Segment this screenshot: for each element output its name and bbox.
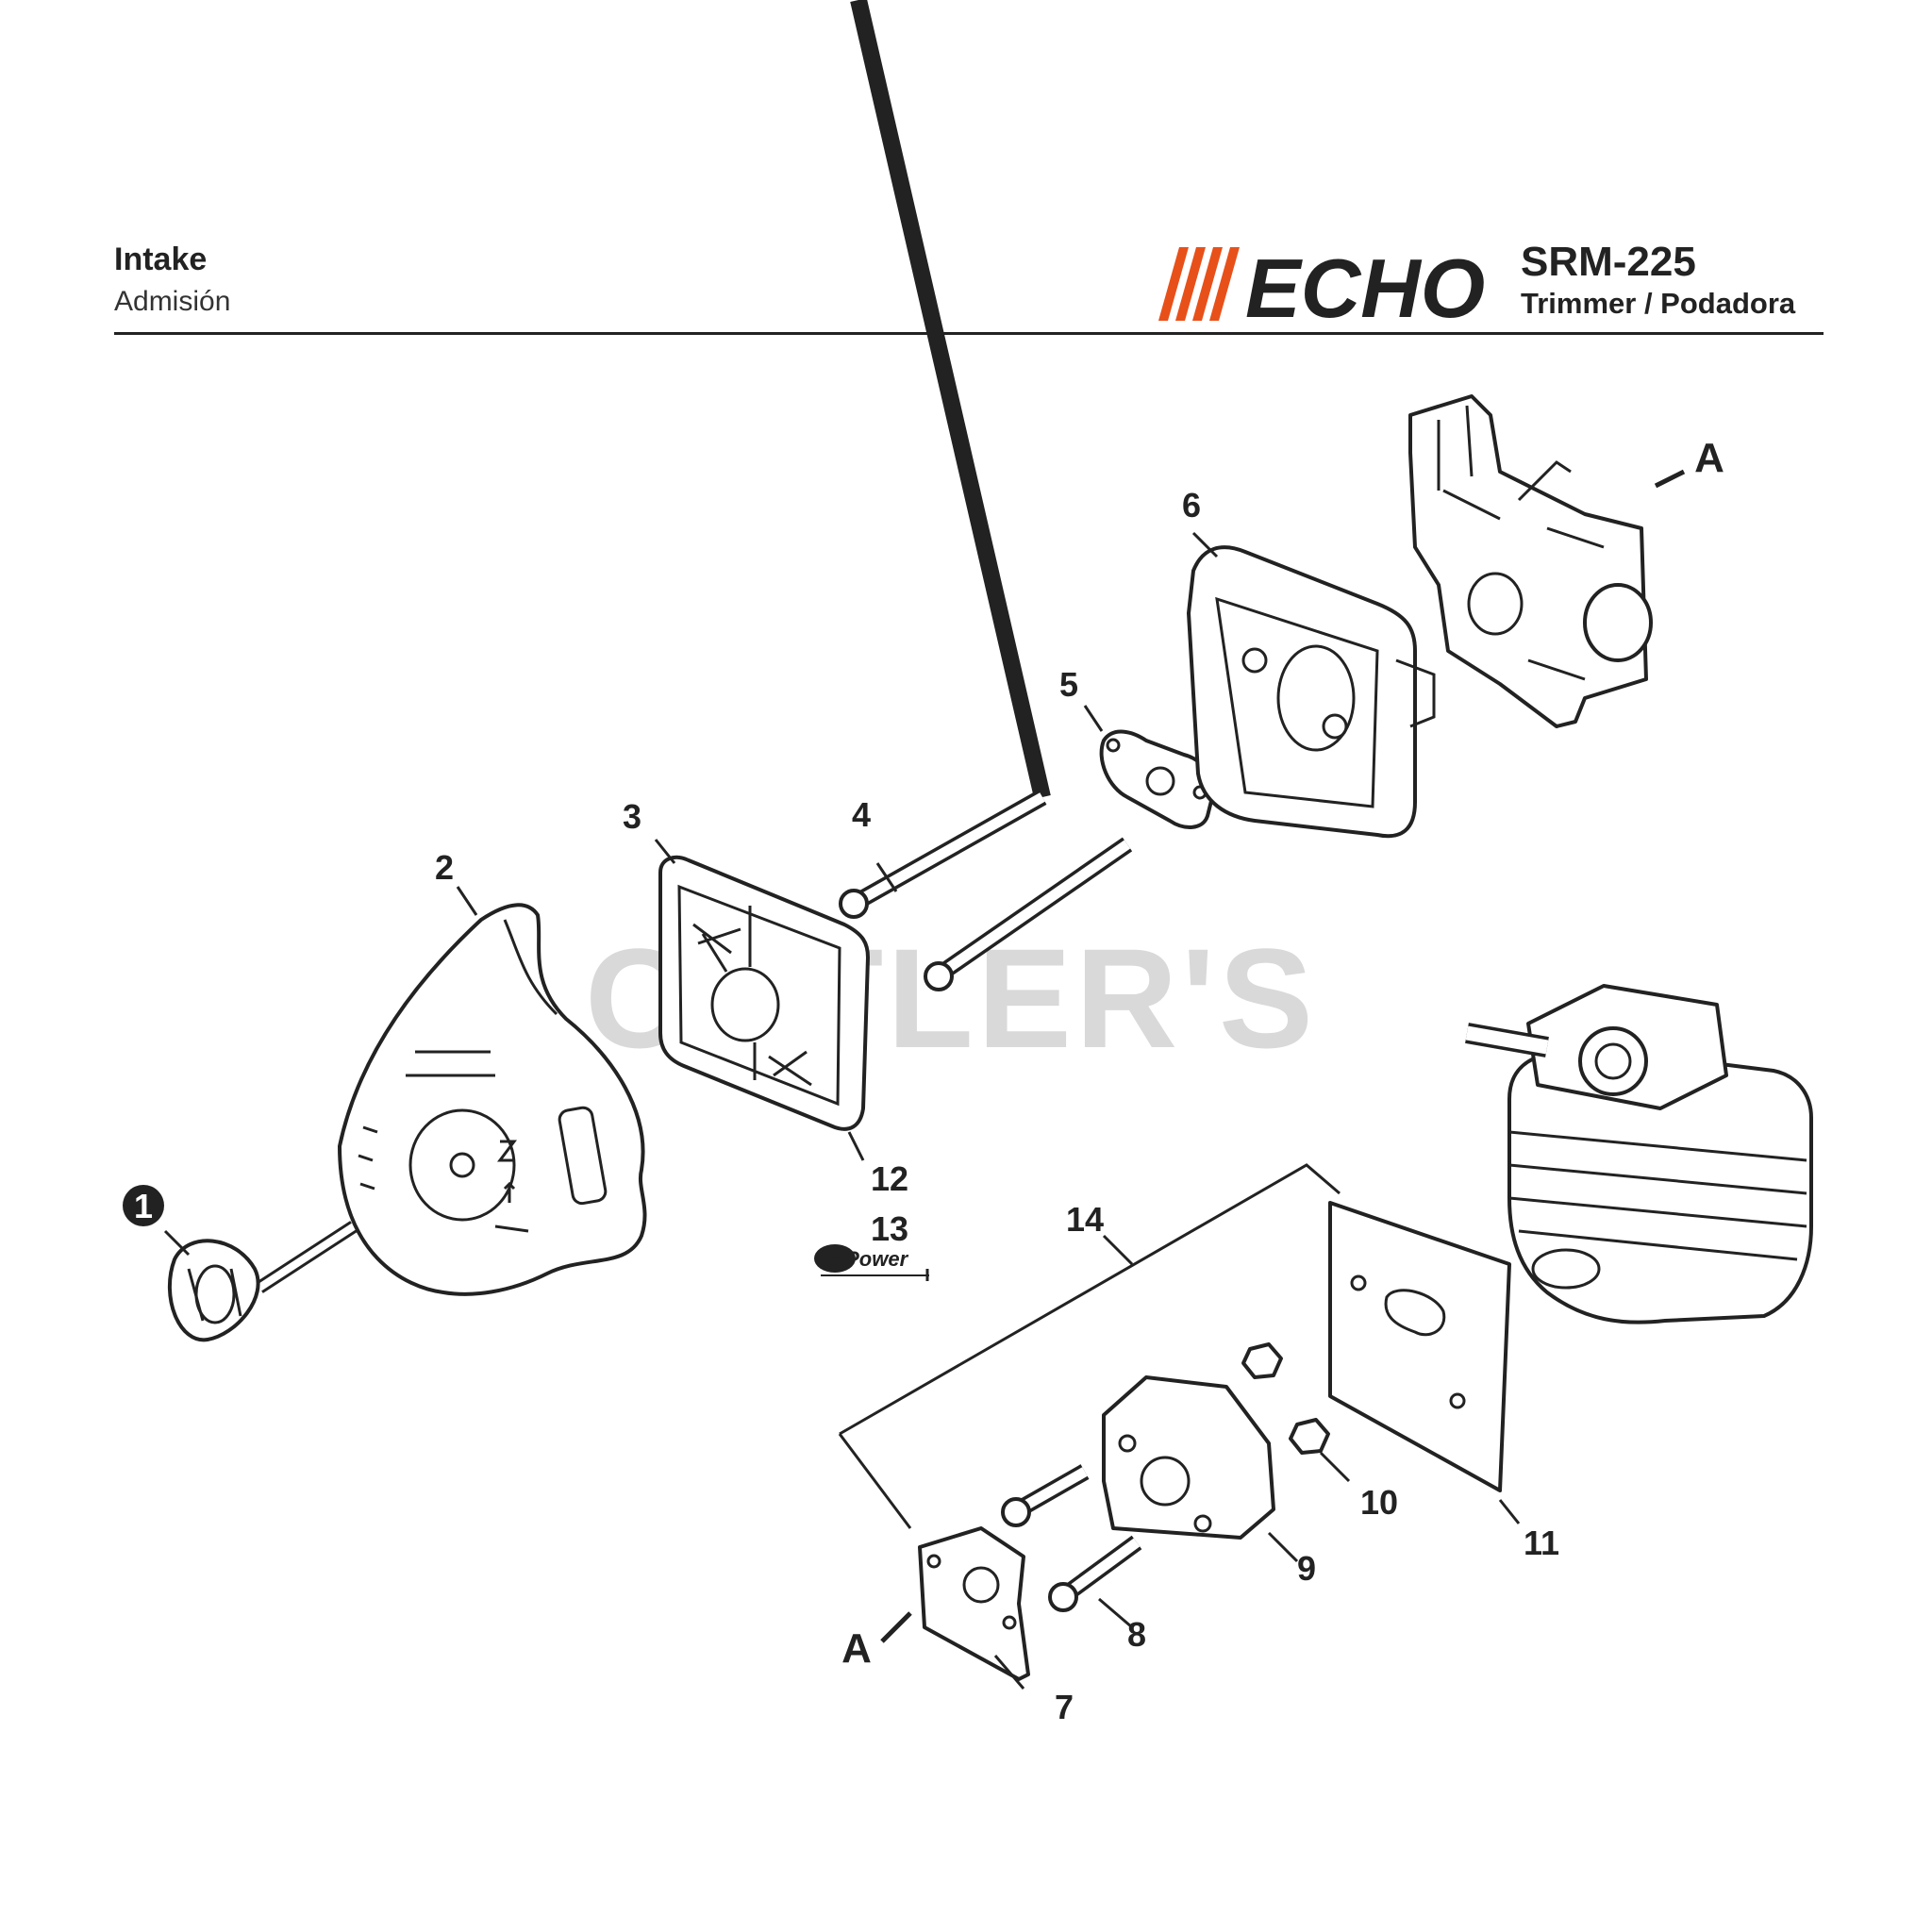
part-10-nuts xyxy=(1241,1342,1330,1455)
callout-7: 7 xyxy=(1055,1688,1074,1726)
callout-10: 10 xyxy=(1360,1483,1398,1522)
model-number: SRM-225 xyxy=(1521,239,1696,285)
header-divider xyxy=(114,332,1824,335)
part-4-bolts xyxy=(839,0,1133,991)
part-5-plate xyxy=(1099,729,1215,829)
callout-3: 3 xyxy=(623,797,641,836)
brand-label: ECHO xyxy=(1245,247,1485,323)
kit-bracket-14 xyxy=(838,1163,1341,1529)
callout-11: 11 xyxy=(1524,1524,1559,1562)
callout-2: 2 xyxy=(435,848,454,887)
repower-label: RePower xyxy=(819,1247,909,1271)
model-description: Trimmer / Podadora xyxy=(1521,287,1796,320)
echo-logo: ECHO xyxy=(1158,247,1485,323)
part-9-insulator xyxy=(1102,1375,1275,1540)
part-1-knob xyxy=(167,1221,358,1342)
part-8-screws xyxy=(1001,1464,1142,1612)
callout-4: 4 xyxy=(852,795,871,834)
callout-5: 5 xyxy=(1059,665,1078,704)
part-3-filter xyxy=(658,855,870,1131)
callout-12: 12 xyxy=(871,1159,908,1198)
page-title: Intake xyxy=(114,242,208,277)
callout-8: 8 xyxy=(1127,1615,1146,1654)
repower-badge: RePower xyxy=(814,1244,929,1281)
callout-13: 13 xyxy=(871,1209,908,1248)
callout-9: 9 xyxy=(1297,1549,1316,1588)
callout-1-badge xyxy=(123,1185,164,1226)
leader-lines xyxy=(163,469,1686,1690)
reference-a-top: A xyxy=(1694,435,1724,481)
callout-6: 6 xyxy=(1182,486,1201,525)
cylinder xyxy=(1465,984,1813,1324)
part-11-gasket xyxy=(1328,1201,1511,1492)
reference-a-bottom: A xyxy=(841,1625,872,1672)
part-2-cover xyxy=(338,903,647,1296)
callout-14: 14 xyxy=(1066,1200,1104,1239)
part-6-case xyxy=(1187,545,1436,839)
part-7-gasket xyxy=(918,1526,1030,1681)
carburetor-assembly xyxy=(1408,394,1653,728)
page-subtitle: Admisión xyxy=(114,286,231,317)
callout-1: 1 xyxy=(134,1187,153,1225)
